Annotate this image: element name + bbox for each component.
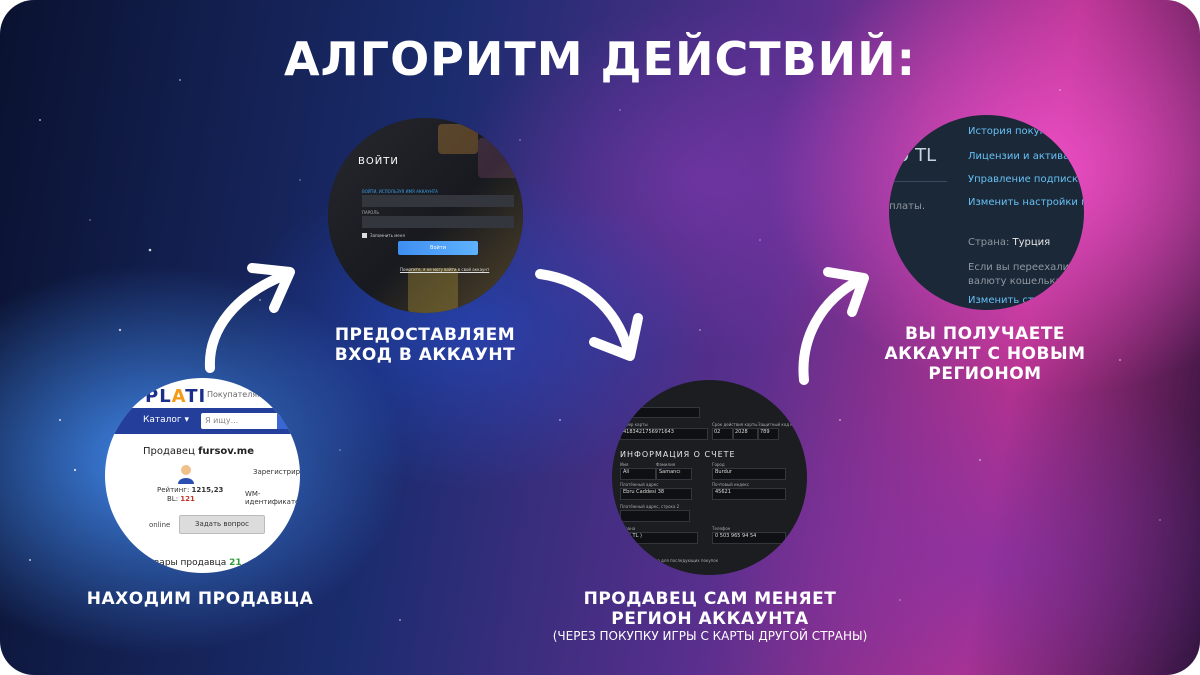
- phone-label: Телефон: [712, 526, 731, 531]
- account-page-screenshot: История покупок 9 TL Лицензии и активаци…: [889, 115, 1084, 310]
- cvv: 789: [758, 428, 779, 440]
- step-1-label: НАХОДИМ ПРОДАВЦА: [86, 589, 314, 609]
- name-label: Имя: [620, 462, 629, 467]
- payment-label: оплаты: [624, 400, 640, 405]
- phone: 0 503 965 94 54: [712, 532, 786, 544]
- country-select: ( TL ): [620, 532, 698, 544]
- payment-method-select: [620, 407, 700, 418]
- online-status: online: [149, 521, 171, 529]
- seller-goods: Товары продавца 21: [143, 558, 242, 568]
- expiry-label: Срок действия карты: [712, 422, 758, 427]
- login-page-screenshot: ВОЙТИ ВОЙТИ, ИСПОЛЬЗУЯ ИМЯ АККАУНТА ПАРО…: [328, 118, 523, 313]
- help-link: Помогите, я не могу войти в свой аккаунт: [400, 267, 490, 272]
- search-button: [277, 413, 291, 429]
- remember-checkbox: [362, 233, 367, 238]
- change-country-link: Изменить страну: [968, 295, 1059, 306]
- seller-page-screenshot: PLATI Покупателям Каталог ▾ Я ищу... Про…: [105, 378, 300, 573]
- first-name: Ali: [620, 468, 656, 480]
- card-number: 4183421756971643: [620, 428, 708, 440]
- wm-id: WM-идентификатор: [245, 490, 300, 506]
- seller-avatar-icon: [178, 465, 194, 484]
- surname-label: Фамилия: [656, 462, 676, 467]
- payments-text: оплаты.: [889, 201, 926, 212]
- city: Burdur: [712, 468, 786, 480]
- divider: [889, 181, 947, 182]
- remember-label: Запомнить меня: [370, 233, 405, 238]
- zip: 45621: [712, 488, 786, 500]
- step-2-label: ПРЕДОСТАВЛЯЕМ ВХОД В АККАУНТ: [334, 325, 516, 365]
- plati-logo: PLATI: [145, 386, 207, 407]
- subscriptions-link: Управление подписками: [968, 174, 1084, 185]
- cvv-label: Защитный код карты: [758, 422, 804, 427]
- purchase-history-link: История покупок: [968, 126, 1059, 137]
- country-label: Страна: [620, 526, 636, 531]
- bl-score: BL: 121: [167, 495, 195, 503]
- expiry-year: 2028: [733, 428, 758, 440]
- card-label: Номер карты: [620, 422, 648, 427]
- ask-question-button: Задать вопрос: [179, 515, 265, 534]
- buyers-link: Покупателям: [207, 390, 264, 399]
- billing-page-screenshot: оплаты Номер карты 4183421756971643 Срок…: [612, 380, 807, 575]
- arrow-up-right-icon: [204, 263, 295, 373]
- password-field: [362, 216, 514, 228]
- country-text: Страна: Турция: [968, 237, 1051, 248]
- last-name: Samancı: [656, 468, 692, 480]
- search-input: Я ищу...: [201, 413, 281, 429]
- expiry-month: 02: [712, 428, 733, 440]
- account-info-heading: ИНФОРМАЦИЯ О СЧЕТЕ: [620, 450, 736, 459]
- step-4-label: ВЫ ПОЛУЧАЕТЕ АККАУНТ С НОВЫМ РЕГИОНОМ: [884, 324, 1086, 384]
- address-label: Платёжный адрес: [620, 482, 659, 487]
- step-3-label: ПРОДАВЕЦ САМ МЕНЯЕТ РЕГИОН АККАУНТА: [583, 589, 837, 629]
- account-label: ВОЙТИ, ИСПОЛЬЗУЯ ИМЯ АККАУНТА: [362, 189, 438, 194]
- zip-label: Почтовый индекс: [712, 482, 750, 487]
- arrow-down-right-icon: [535, 269, 643, 361]
- page-title: АЛГОРИТМ ДЕЙСТВИЙ:: [283, 32, 917, 86]
- wallet-balance: 9 TL: [898, 145, 937, 166]
- address2-label: Платёжный адрес, строка 2: [620, 504, 680, 509]
- rating: Рейтинг: 1215,23: [157, 486, 224, 494]
- login-heading: ВОЙТИ: [358, 156, 399, 167]
- city-label: Город: [712, 462, 725, 467]
- registered-text: Зарегистрирован: [253, 468, 300, 476]
- login-button: Войти: [398, 241, 478, 255]
- catalog-menu: Каталог ▾: [143, 415, 190, 425]
- address2: [620, 510, 690, 522]
- password-label: ПАРОЛЬ: [362, 210, 380, 215]
- address: Ebru Caddesi 38: [620, 488, 692, 500]
- step-3-note: (ЧЕРЕЗ ПОКУПКУ ИГРЫ С КАРТЫ ДРУГОЙ СТРАН…: [552, 629, 868, 643]
- seller-heading: Продавец fursov.me: [143, 446, 254, 457]
- arrow-up-right-icon: [798, 267, 869, 385]
- store-settings-link: Изменить настройки магазина: [968, 197, 1084, 208]
- licenses-link: Лицензии и активации: [968, 151, 1084, 162]
- save-info-note: информацию для последующих покупок: [632, 558, 719, 563]
- account-field: [362, 195, 514, 207]
